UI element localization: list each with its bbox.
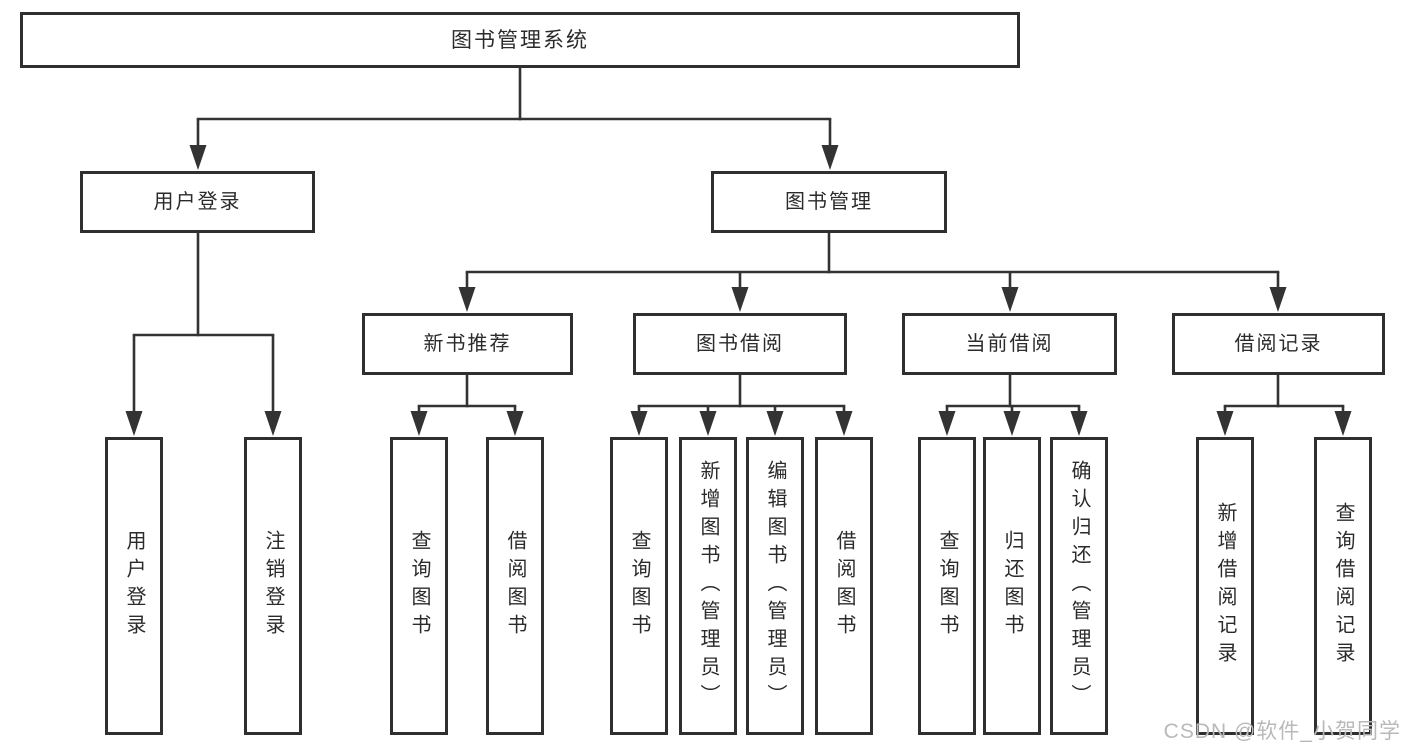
arrowhead-down-icon (1070, 411, 1088, 436)
arrowhead-down-icon (835, 411, 853, 436)
arrowhead-down-icon (766, 411, 784, 436)
arrowhead-down-icon (1001, 287, 1019, 312)
node-leaf-add-borrow-record: 新增借阅记录 (1196, 437, 1254, 735)
node-new-book-recommend: 新书推荐 (362, 313, 573, 375)
arrowhead-down-icon (506, 411, 524, 436)
node-leaf-logout: 注销登录 (244, 437, 302, 735)
arrowhead-down-icon (458, 287, 476, 312)
node-leaf-query-borrow-record: 查询借阅记录 (1314, 437, 1372, 735)
arrowhead-down-icon (264, 411, 282, 436)
node-current-borrow: 当前借阅 (902, 313, 1117, 375)
arrowhead-down-icon (630, 411, 648, 436)
arrowhead-down-icon (410, 411, 428, 436)
arrowhead-down-icon (699, 411, 717, 436)
arrowhead-down-icon (1003, 411, 1021, 436)
node-leaf-query-books-borrow: 查询图书 (610, 437, 668, 735)
arrowhead-down-icon (1216, 411, 1234, 436)
node-leaf-user-login: 用户登录 (105, 437, 163, 735)
arrowhead-down-icon (938, 411, 956, 436)
node-book-management: 图书管理 (711, 171, 947, 233)
csdn-watermark: CSDN @软件_小贺同学 (1163, 720, 1401, 743)
node-leaf-add-books-admin: 新增图书（管理员） (679, 437, 737, 735)
arrowhead-down-icon (125, 411, 143, 436)
node-leaf-query-books-current: 查询图书 (918, 437, 976, 735)
node-leaf-borrow-books-recommend: 借阅图书 (486, 437, 544, 735)
arrowhead-down-icon (821, 145, 839, 170)
node-user-login: 用户登录 (80, 171, 315, 233)
arrowhead-down-icon (189, 145, 207, 170)
arrowhead-down-icon (1269, 287, 1287, 312)
node-leaf-edit-books-admin: 编辑图书（管理员） (746, 437, 804, 735)
node-leaf-return-books: 归还图书 (983, 437, 1041, 735)
arrowhead-down-icon (731, 287, 749, 312)
node-borrow-record: 借阅记录 (1172, 313, 1385, 375)
arrowhead-down-icon (1334, 411, 1352, 436)
node-root-library-management-system: 图书管理系统 (20, 12, 1020, 68)
node-leaf-query-books-recommend: 查询图书 (390, 437, 448, 735)
node-book-borrow: 图书借阅 (633, 313, 847, 375)
node-leaf-confirm-return-admin: 确认归还（管理员） (1050, 437, 1108, 735)
node-leaf-borrow-books: 借阅图书 (815, 437, 873, 735)
